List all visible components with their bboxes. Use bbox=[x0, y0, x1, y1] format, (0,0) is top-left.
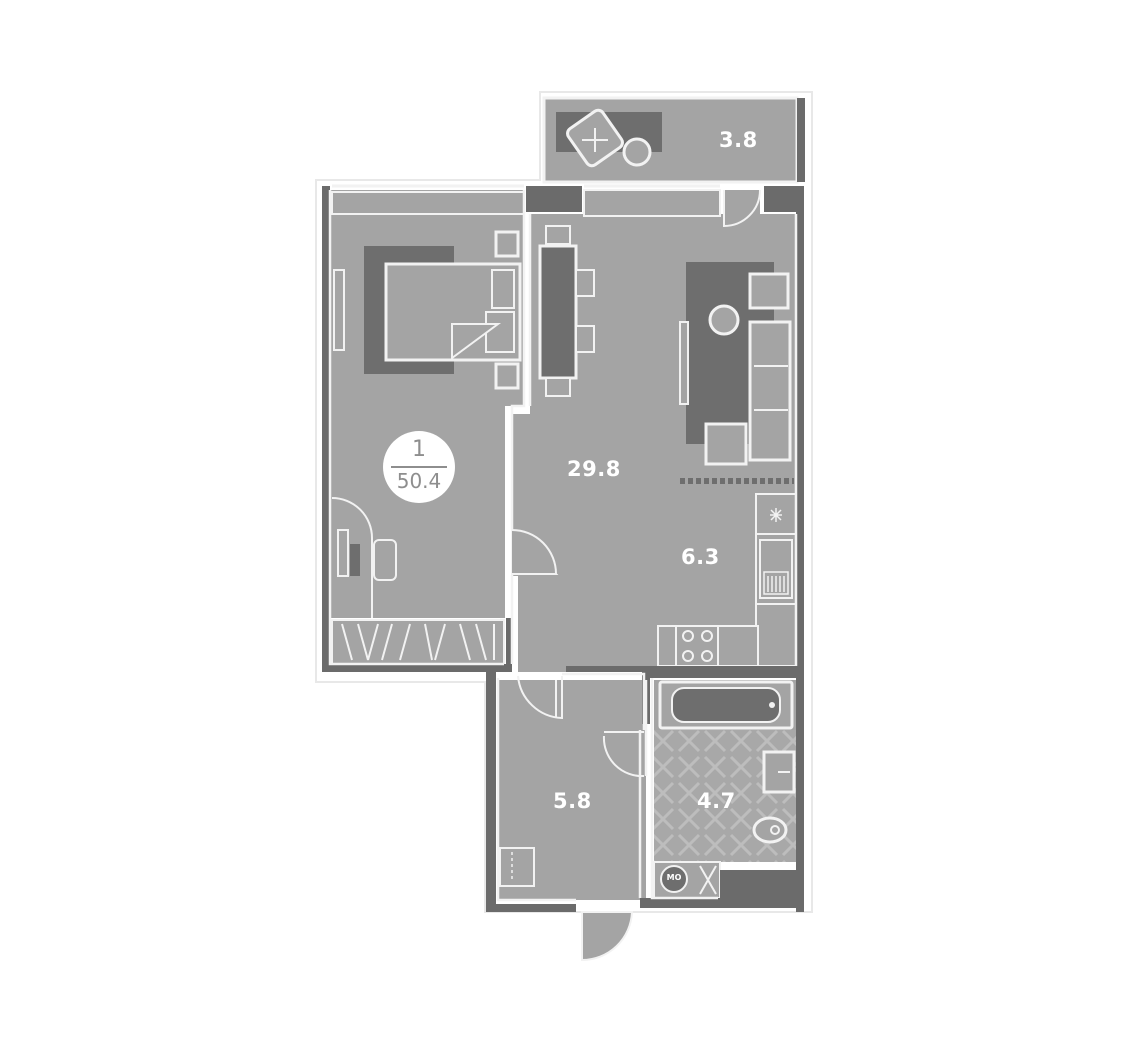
balcony-stool bbox=[622, 137, 652, 167]
hall-shelf bbox=[499, 847, 535, 887]
tv bbox=[679, 321, 689, 405]
desk-chair bbox=[373, 539, 397, 581]
wall-highlights bbox=[328, 190, 798, 902]
area-label-bathroom: 4.7 bbox=[697, 789, 736, 813]
total-area: 50.4 bbox=[396, 469, 442, 493]
walls bbox=[322, 186, 804, 912]
room-count: 1 bbox=[412, 437, 426, 462]
door-swings bbox=[511, 189, 761, 962]
area-label-hall: 5.8 bbox=[553, 789, 592, 813]
apartment-badge: 1 50.4 bbox=[383, 431, 455, 503]
meter-label: МО bbox=[666, 873, 682, 882]
area-label-living: 29.8 bbox=[567, 457, 621, 481]
room-bathroom bbox=[653, 680, 796, 899]
desk bbox=[350, 544, 360, 576]
area-label-kitchen: 6.3 bbox=[681, 545, 720, 569]
armchair bbox=[748, 272, 790, 310]
fridge-icon bbox=[770, 508, 782, 522]
washing-machine-icon bbox=[660, 865, 688, 893]
room-hall bbox=[498, 680, 646, 900]
dining-table bbox=[538, 244, 578, 380]
outer-outline bbox=[315, 91, 813, 913]
room-balcony bbox=[542, 96, 805, 184]
room-bedroom bbox=[330, 184, 525, 665]
nightstand bbox=[494, 362, 520, 390]
sofa bbox=[748, 320, 792, 462]
nightstand bbox=[494, 230, 520, 258]
cooktop bbox=[675, 625, 719, 667]
coffee-table bbox=[708, 304, 740, 336]
area-label-balcony: 3.8 bbox=[719, 128, 758, 152]
room-living bbox=[512, 184, 797, 672]
badge-divider bbox=[391, 466, 447, 468]
